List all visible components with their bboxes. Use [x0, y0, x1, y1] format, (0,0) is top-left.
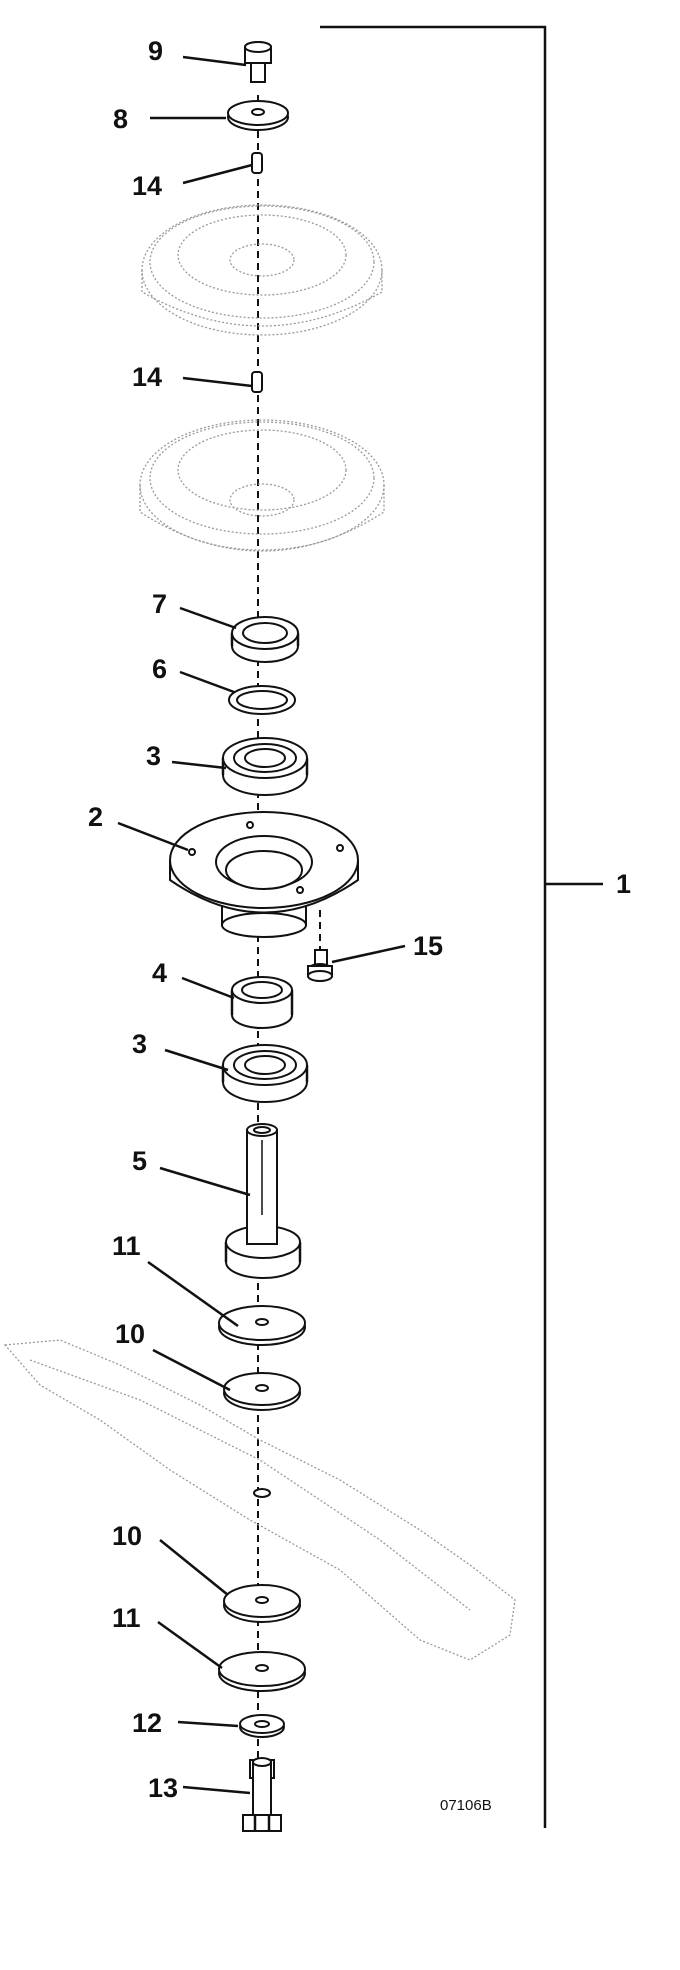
part-3-bearing-lower — [221, 1044, 309, 1103]
part-6-ring — [228, 685, 296, 715]
part-14-key-upper — [251, 152, 263, 174]
upper-pulley-ghost — [141, 204, 383, 336]
callout-3-lower: 3 — [132, 1029, 147, 1059]
callout-8: 8 — [113, 104, 128, 134]
callout-11-upper: 11 — [112, 1231, 141, 1261]
callout-4: 4 — [152, 958, 167, 988]
callout-12: 12 — [132, 1708, 162, 1738]
part-10-washer-lower — [223, 1584, 301, 1623]
callout-7: 7 — [152, 589, 167, 619]
part-7-spacer — [230, 616, 300, 663]
part-9-bolt — [244, 41, 272, 83]
callout-9: 9 — [148, 36, 163, 66]
callout-14-upper: 14 — [132, 171, 162, 201]
callout-2: 2 — [88, 802, 103, 832]
callout-6: 6 — [152, 654, 167, 684]
part-13-bolt — [242, 1757, 282, 1832]
callout-10-upper: 10 — [115, 1319, 145, 1349]
figure-code: 07106B — [440, 1797, 492, 1814]
part-8-washer — [227, 100, 289, 131]
callout-15: 15 — [413, 931, 443, 961]
part-14-key-lower — [251, 371, 263, 393]
part-11-washer-upper — [218, 1305, 306, 1346]
part-5-shaft — [224, 1123, 302, 1279]
callout-10-lower: 10 — [112, 1521, 142, 1551]
leader-lines — [117, 55, 406, 1795]
callout-14-lower: 14 — [132, 362, 162, 392]
part-3-bearing-upper — [221, 737, 309, 796]
assembly-bracket — [320, 25, 603, 1828]
part-4-sleeve — [230, 976, 294, 1029]
callout-11-lower: 11 — [112, 1603, 141, 1633]
part-11-washer-lower — [218, 1651, 306, 1692]
blade-hole — [253, 1488, 271, 1498]
part-12-lock-washer — [239, 1714, 285, 1738]
part-10-washer-upper — [223, 1372, 301, 1411]
callout-13: 13 — [148, 1773, 178, 1803]
callout-5: 5 — [132, 1146, 147, 1176]
lower-pulley-ghost — [139, 419, 385, 552]
part-2-housing — [169, 811, 359, 938]
part-15-bolt — [307, 949, 333, 982]
callout-1: 1 — [616, 869, 631, 899]
callout-3-upper: 3 — [146, 741, 161, 771]
blade-ghost — [3, 1339, 516, 1661]
